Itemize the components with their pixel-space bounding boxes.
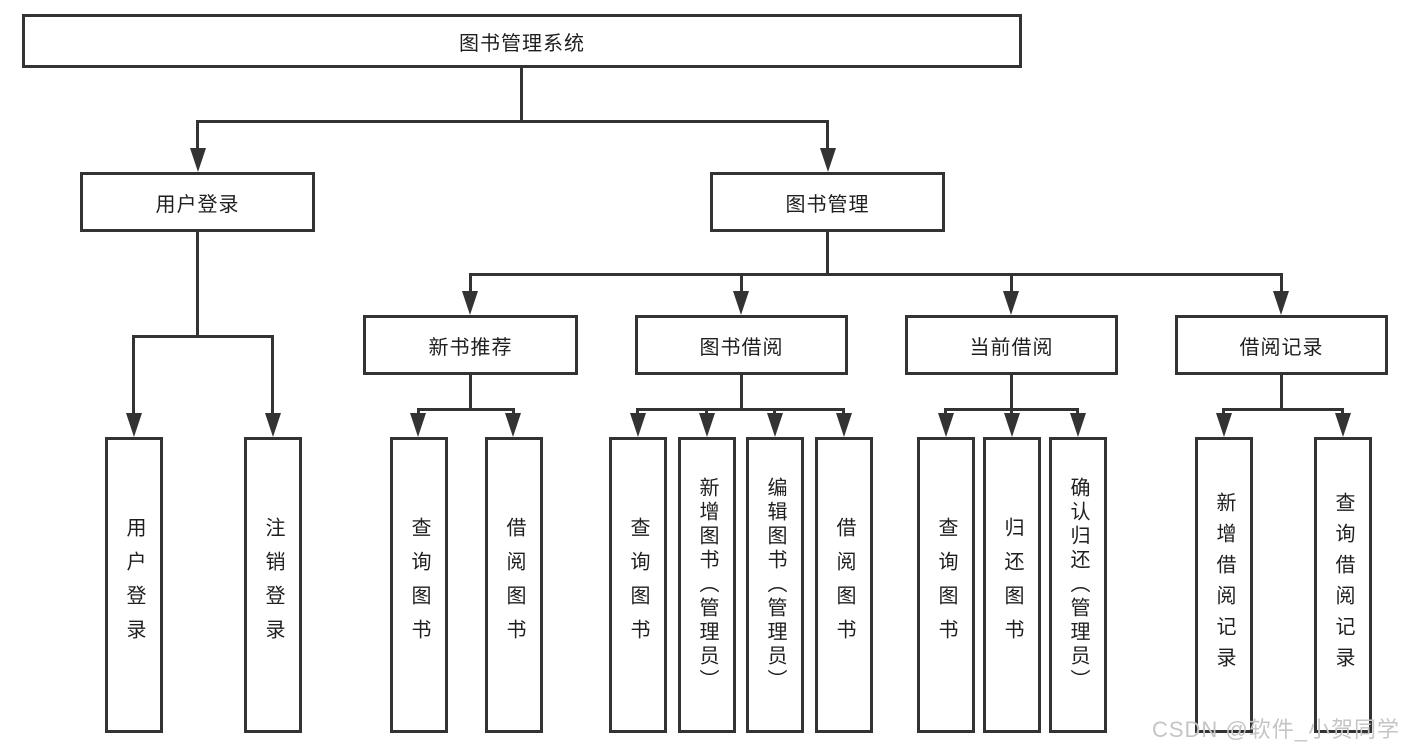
node-new-book-recommend-label: 新书推荐 (428, 336, 513, 359)
node-book-borrow: 图书借阅 (635, 315, 848, 375)
leaf-query-borrow-record-label: 查询借阅记录 (1332, 492, 1354, 678)
node-new-book-recommend: 新书推荐 (363, 315, 578, 375)
connector-book-management-stem (826, 232, 829, 273)
leaf-query-borrow-record: 查询借阅记录 (1314, 437, 1372, 733)
leaf-query-books-1-label: 查询图书 (408, 517, 430, 653)
node-user-login-label: 用户登录 (155, 193, 240, 216)
connector-stem-book-management (826, 120, 829, 152)
connector-book-borrow-bar (636, 408, 845, 411)
connector-stem-leaf-logout (271, 335, 274, 417)
leaf-confirm-return-admin-label: 确认归还（管理员） (1067, 477, 1089, 693)
leaf-confirm-return-admin: 确认归还（管理员） (1049, 437, 1107, 733)
connector-stem-book-borrow (740, 273, 743, 295)
arrowhead-query-books-1 (410, 413, 426, 437)
leaf-return-book-label: 归还图书 (1001, 517, 1023, 653)
connector-new-book-stem (469, 375, 472, 408)
connector-stem-current-borrow (1010, 273, 1013, 295)
connector-stem-leaf-user-login (132, 335, 135, 417)
arrowhead-borrow-books-2 (836, 413, 852, 437)
arrowhead-edit-book (767, 413, 783, 437)
leaf-query-books-3-label: 查询图书 (935, 517, 957, 653)
arrowhead-return-book (1004, 413, 1020, 437)
connector-root-bar (196, 120, 829, 123)
connector-book-management-bar (469, 273, 1283, 276)
arrowhead-book-management (820, 148, 836, 172)
leaf-add-book-admin: 新增图书（管理员） (678, 437, 736, 733)
node-borrow-records-label: 借阅记录 (1239, 336, 1324, 359)
connector-root-stem (520, 68, 523, 120)
connector-stem-new-book (469, 273, 472, 295)
leaf-user-login: 用户登录 (105, 437, 163, 733)
node-current-borrow-label: 当前借阅 (969, 336, 1054, 359)
arrowhead-current-borrow (1003, 291, 1019, 315)
csdn-watermark: CSDN @软件_小贺同学 (1151, 717, 1400, 742)
connector-stem-borrow-records (1280, 273, 1283, 295)
arrowhead-leaf-logout (265, 413, 281, 437)
leaf-logout-label: 注销登录 (262, 517, 284, 653)
arrowhead-leaf-user-login (126, 413, 142, 437)
node-current-borrow: 当前借阅 (905, 315, 1118, 375)
node-book-borrow-label: 图书借阅 (699, 336, 784, 359)
leaf-query-books-3: 查询图书 (917, 437, 975, 733)
arrowhead-add-book (699, 413, 715, 437)
node-borrow-records: 借阅记录 (1175, 315, 1388, 375)
leaf-return-book: 归还图书 (983, 437, 1041, 733)
arrowhead-user-login (190, 148, 206, 172)
node-root-label: 图书管理系统 (459, 32, 585, 55)
connector-new-book-bar (417, 408, 515, 411)
connector-stem-user-login (196, 120, 199, 152)
arrowhead-query-borrow-record (1335, 413, 1351, 437)
arrowhead-confirm-return (1070, 413, 1086, 437)
leaf-borrow-books-1: 借阅图书 (485, 437, 543, 733)
arrowhead-new-book (462, 291, 478, 315)
connector-user-login-bar (132, 335, 274, 338)
node-book-management-label: 图书管理 (785, 193, 870, 216)
leaf-add-borrow-record: 新增借阅记录 (1195, 437, 1253, 733)
connector-book-borrow-stem (740, 375, 743, 408)
node-user-login: 用户登录 (80, 172, 315, 232)
leaf-edit-book-admin: 编辑图书（管理员） (746, 437, 804, 733)
leaf-add-borrow-record-label: 新增借阅记录 (1213, 492, 1235, 678)
node-root: 图书管理系统 (22, 14, 1022, 68)
leaf-borrow-books-1-label: 借阅图书 (503, 517, 525, 653)
connector-current-borrow-stem (1010, 375, 1013, 408)
connector-user-login-stem (196, 232, 199, 335)
node-book-management: 图书管理 (710, 172, 945, 232)
arrowhead-borrow-books-1 (505, 413, 521, 437)
leaf-borrow-books-2: 借阅图书 (815, 437, 873, 733)
arrowhead-book-borrow (733, 291, 749, 315)
leaf-query-books-2: 查询图书 (609, 437, 667, 733)
connector-borrow-records-bar (1222, 408, 1343, 411)
leaf-borrow-books-2-label: 借阅图书 (833, 517, 855, 653)
leaf-logout: 注销登录 (244, 437, 302, 733)
arrowhead-query-books-3 (938, 413, 954, 437)
leaf-edit-book-admin-label: 编辑图书（管理员） (764, 477, 786, 693)
leaf-query-books-1: 查询图书 (390, 437, 448, 733)
arrowhead-add-borrow-record (1216, 413, 1232, 437)
leaf-user-login-label: 用户登录 (123, 517, 145, 653)
arrowhead-borrow-records (1273, 291, 1289, 315)
leaf-query-books-2-label: 查询图书 (627, 517, 649, 653)
leaf-add-book-admin-label: 新增图书（管理员） (696, 477, 718, 693)
connector-borrow-records-stem (1280, 375, 1283, 408)
arrowhead-query-books-2 (630, 413, 646, 437)
